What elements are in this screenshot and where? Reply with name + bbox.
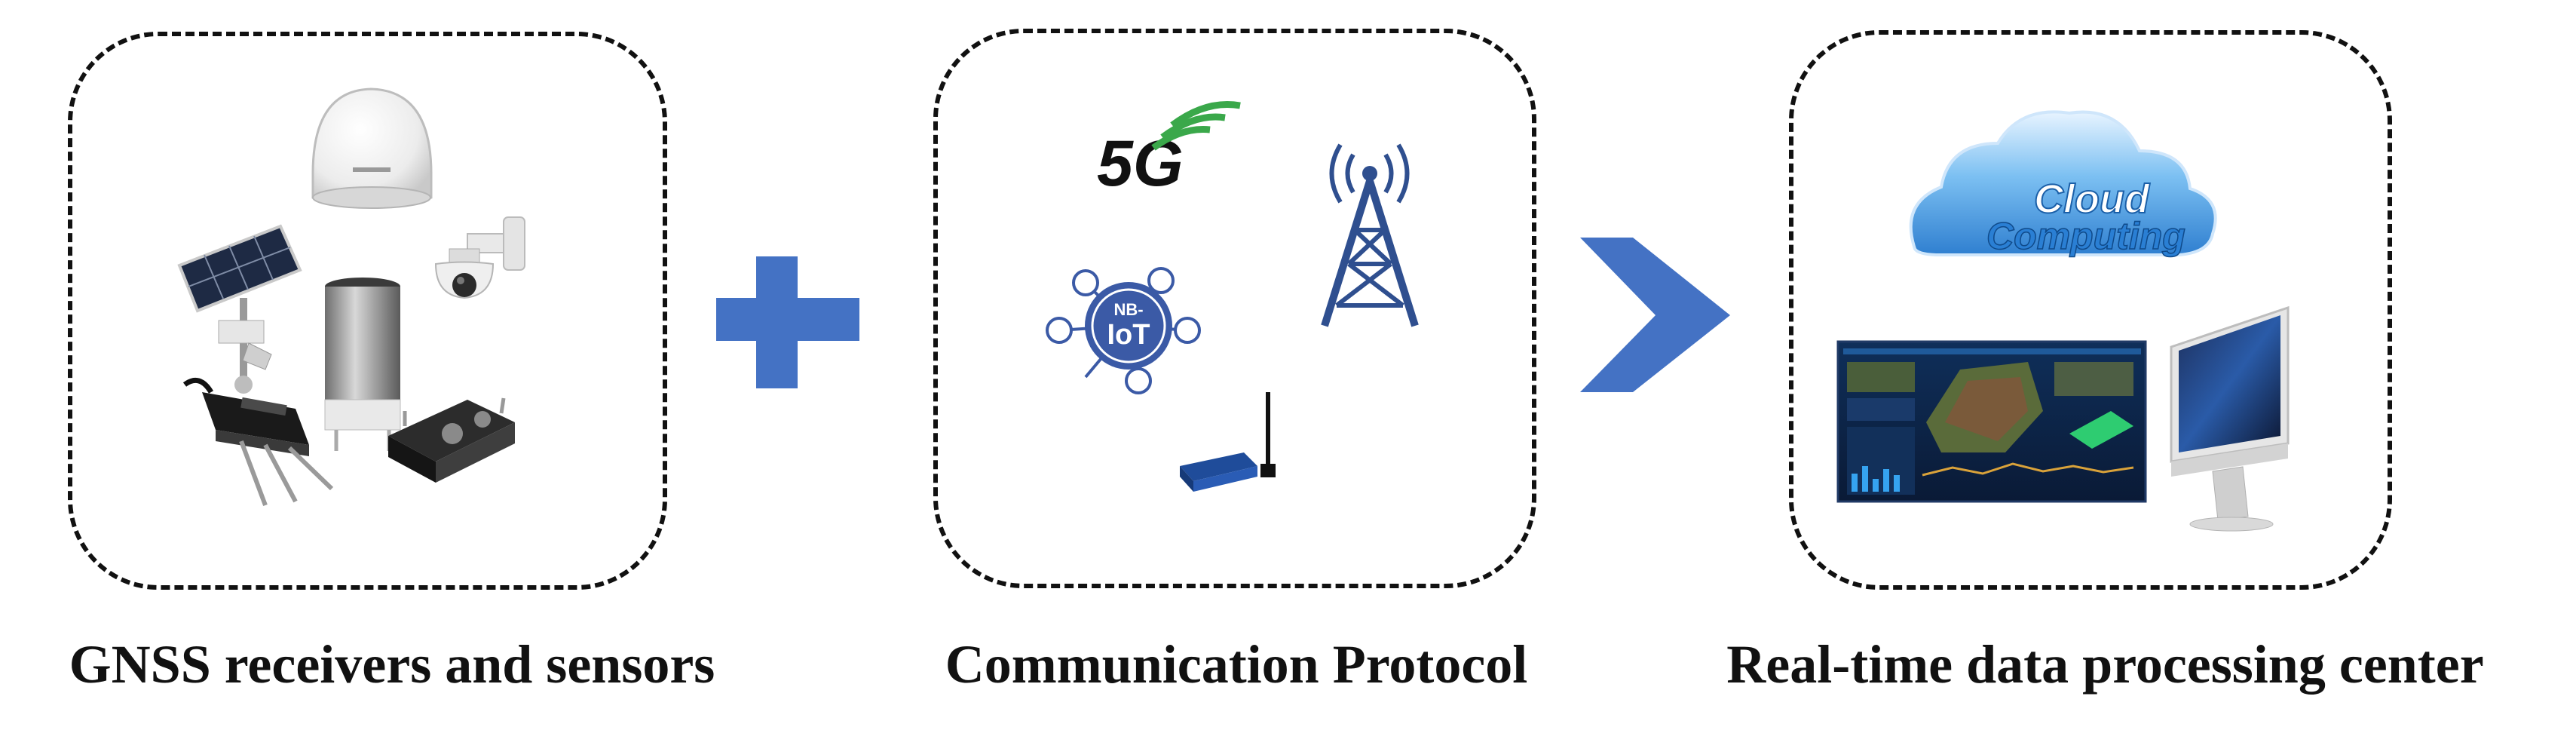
processing-caption: Real-time data processing center (1726, 634, 2484, 695)
cloud-icon: Cloud Computing (1909, 110, 2217, 258)
communication-panel (933, 29, 1536, 588)
dashboard-screen-icon (1836, 340, 2147, 503)
nbiot-hub-icon: NB- IoT (1046, 267, 1201, 394)
cloud-label-line1: Cloud (2034, 176, 2150, 222)
data-logger-icon (388, 397, 515, 483)
arrow-connector-icon (1580, 238, 1730, 392)
5g-logo-icon: 5G (1097, 100, 1241, 200)
solar-panel-icon (177, 224, 302, 394)
computer-monitor-icon (2170, 305, 2290, 532)
communication-caption: Communication Protocol (945, 634, 1528, 695)
gnss-antenna-icon (311, 87, 433, 209)
cell-tower-icon (1321, 143, 1419, 327)
camera-icon (434, 216, 525, 299)
rain-gauge-icon (324, 278, 401, 451)
plus-connector-icon (716, 256, 859, 388)
processing-panel (1789, 30, 2392, 590)
nbiot-label-bottom: IoT (1107, 319, 1150, 351)
nbiot-label-top: NB- (1113, 300, 1143, 319)
sensors-panel (68, 32, 667, 590)
cellular-router-icon (1180, 392, 1276, 492)
soil-sensor-icon (182, 377, 334, 507)
sensors-caption: GNSS receivers and sensors (69, 634, 715, 695)
cloud-label-line2: Computing (1986, 215, 2185, 257)
